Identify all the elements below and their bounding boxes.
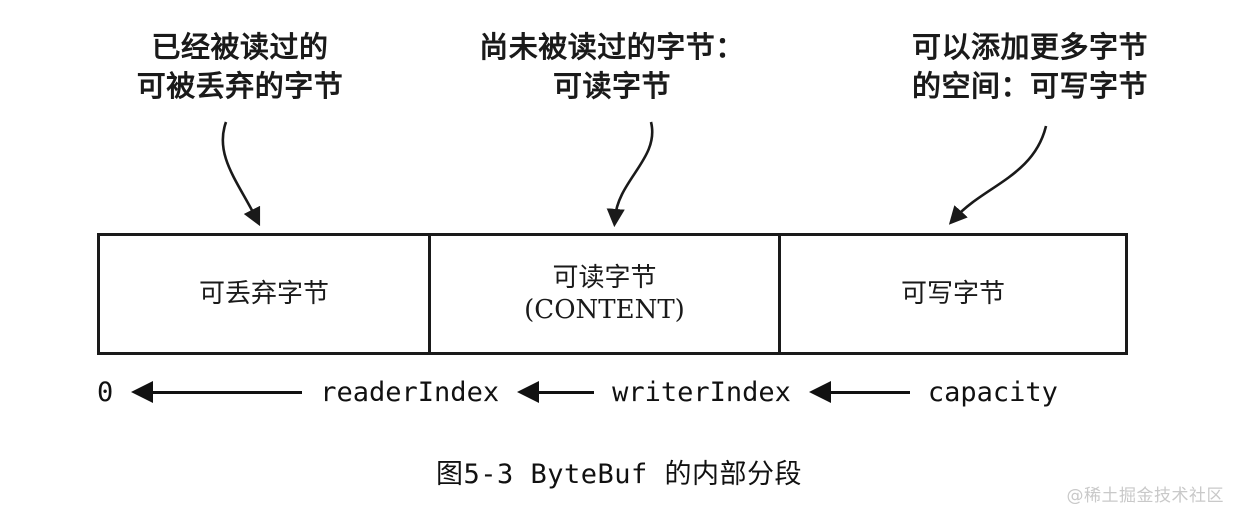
arrowhead-left-icon <box>517 381 540 403</box>
arrowhead-left-icon <box>131 381 154 403</box>
segment-readable-sublabel: (CONTENT) <box>524 295 685 325</box>
callout-discardable-bytes: 已经被读过的 可被丢弃的字节 <box>136 30 344 104</box>
callout-writable-bytes: 可以添加更多字节 的空间：可写字节 <box>911 30 1148 104</box>
arrow-shaft <box>152 390 303 394</box>
arrow-shaft <box>538 390 595 394</box>
segment-discardable-label: 可丢弃字节 <box>198 278 329 309</box>
bytebuf-bar: 可丢弃字节 可读字节 (CONTENT) 可写字节 <box>97 233 1128 355</box>
arrow-shaft <box>829 390 910 394</box>
watermark: @稀土掘金技术社区 <box>1066 486 1224 506</box>
curved-arrow-discardable <box>221 121 261 227</box>
segment-discardable-bytes: 可丢弃字节 <box>100 236 431 352</box>
arrow-readerindex-to-writerindex <box>517 381 595 403</box>
index-label-zero: 0 <box>97 376 114 408</box>
segment-readable-label: 可读字节 <box>552 262 657 293</box>
segment-readable-bytes: 可读字节 (CONTENT) <box>431 236 781 352</box>
segment-writable-label: 可写字节 <box>900 278 1005 309</box>
index-label-readerindex: readerIndex <box>320 376 500 408</box>
callout-readable-bytes: 尚未被读过的字节： 可读字节 <box>479 30 745 104</box>
arrow-zero-to-readerindex <box>131 381 303 403</box>
arrowhead-left-icon <box>808 381 831 403</box>
index-label-capacity: capacity <box>927 376 1058 408</box>
arrow-writerindex-to-capacity <box>808 381 910 403</box>
curved-arrow-readable <box>606 121 654 228</box>
index-row: 0 readerIndex writerIndex capacity <box>97 372 1167 412</box>
segment-writable-bytes: 可写字节 <box>781 236 1125 352</box>
curved-arrow-writable <box>948 125 1048 225</box>
index-label-writerindex: writerIndex <box>612 376 791 408</box>
figure-caption: 图5-3 ByteBuf 的内部分段 <box>435 459 803 490</box>
